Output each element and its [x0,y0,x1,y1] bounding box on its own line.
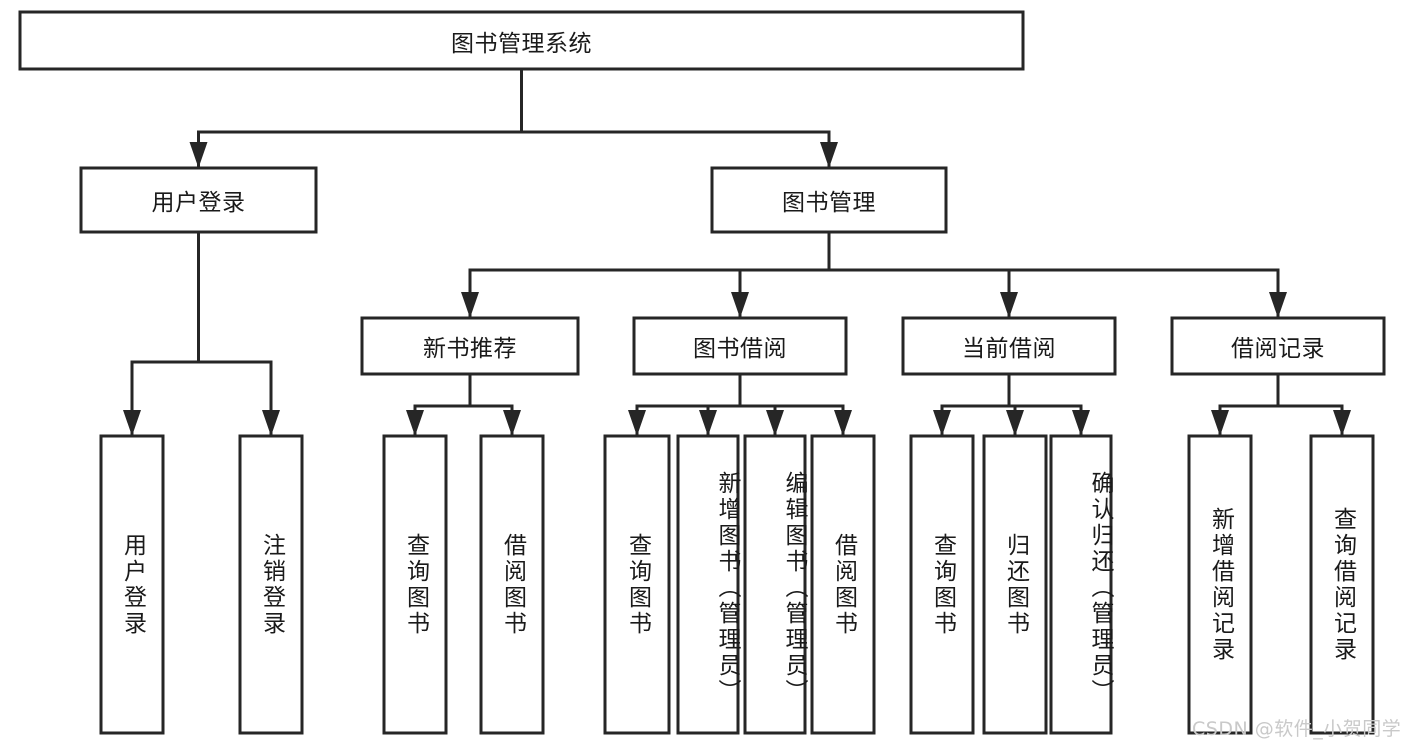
node-box-leaf-add-book-admin [676,434,740,735]
node-box-new-book-recommend [360,316,580,376]
arrow-head [503,410,521,436]
arrow-head [1000,292,1018,318]
node-box-layer [18,10,1386,735]
node-box-leaf-add-borrow-record [1187,434,1253,735]
node-box-current-borrow [901,316,1117,376]
arrow-head [766,410,784,436]
arrow-head [628,410,646,436]
arrow-head [1072,410,1090,436]
node-box-borrow-record [1170,316,1386,376]
arrow-head [933,410,951,436]
node-box-root [18,10,1025,71]
arrow-head [820,142,838,168]
node-box-user-login [79,166,318,234]
node-box-book-manage [710,166,948,234]
node-box-leaf-query-borrow-record [1309,434,1375,735]
arrow-head [699,410,717,436]
node-box-leaf-borrow-book-2 [810,434,876,735]
node-box-leaf-query-book-2 [603,434,671,735]
arrow-head [834,410,852,436]
arrow-head [406,410,424,436]
arrow-head [189,142,208,168]
node-box-leaf-logout-login [238,434,304,735]
node-box-leaf-borrow-book-1 [479,434,545,735]
arrow-head [461,292,479,318]
arrow-head [1211,410,1229,436]
arrow-head [1269,292,1287,318]
node-box-leaf-return-book [982,434,1048,735]
connector-layer [123,67,1351,438]
arrow-head [1006,410,1024,436]
arrow-head [1333,410,1351,436]
node-box-book-borrow [632,316,848,376]
node-box-leaf-query-book-1 [382,434,448,735]
arrow-head [262,410,280,436]
arrow-head [731,292,749,318]
node-box-leaf-edit-book-admin [743,434,807,735]
arrow-head [123,410,141,436]
node-box-leaf-confirm-return-admin [1049,434,1113,735]
node-box-leaf-query-book-3 [909,434,975,735]
node-box-leaf-user-login [99,434,165,735]
